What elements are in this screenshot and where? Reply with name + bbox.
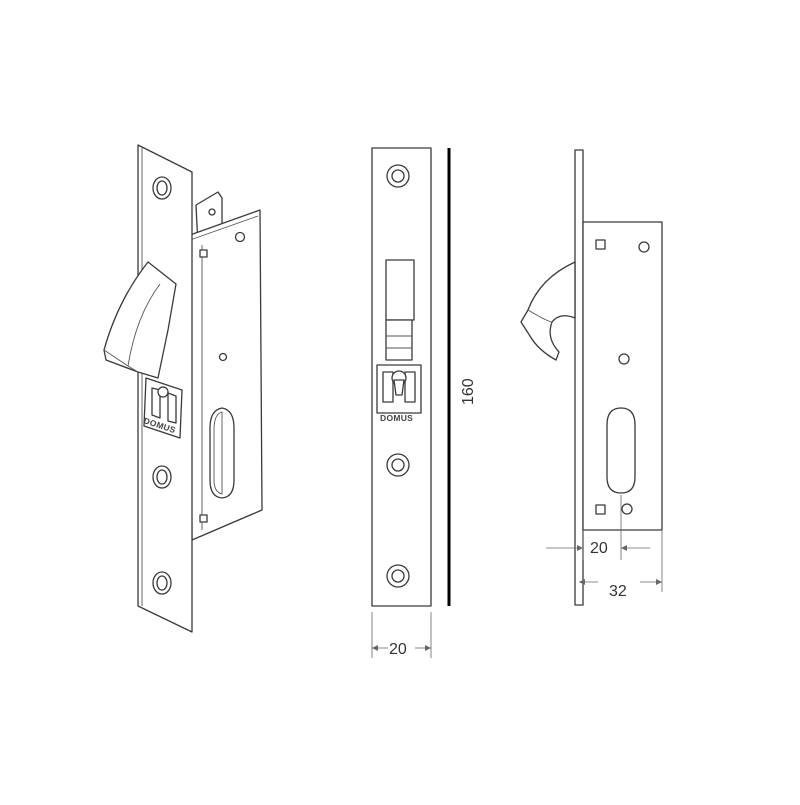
body-round-hole-top xyxy=(234,231,246,243)
front-width-label: 20 xyxy=(389,641,407,658)
back-plate-hole xyxy=(208,208,216,216)
front-bolt-lower xyxy=(385,319,413,361)
body-square-hole-bottom xyxy=(199,514,208,523)
body-round-hole-middle xyxy=(218,352,228,362)
front-bolt-window xyxy=(385,259,415,321)
front-view: DOMUS 160 20 xyxy=(371,147,477,658)
front-logo-text: DOMUS xyxy=(380,413,413,423)
side-hook-bolt xyxy=(520,261,576,361)
front-height-label: 160 xyxy=(460,378,477,405)
body-square-hole-top xyxy=(199,249,208,258)
side-square-hole-top xyxy=(595,239,606,250)
front-logo-emblem: DOMUS xyxy=(376,364,422,423)
side-round-hole-middle xyxy=(618,353,630,365)
side-square-hole-bottom xyxy=(595,504,606,515)
side-round-hole-bottom xyxy=(621,503,633,515)
side-faceplate xyxy=(574,149,584,606)
perspective-view: DOMUS xyxy=(103,144,263,633)
side-oval-slot xyxy=(606,407,636,494)
side-backset-label: 20 xyxy=(590,540,608,557)
side-view: 20 32 xyxy=(520,149,663,606)
side-round-hole-top xyxy=(638,241,650,253)
side-depth-label: 32 xyxy=(609,583,627,600)
